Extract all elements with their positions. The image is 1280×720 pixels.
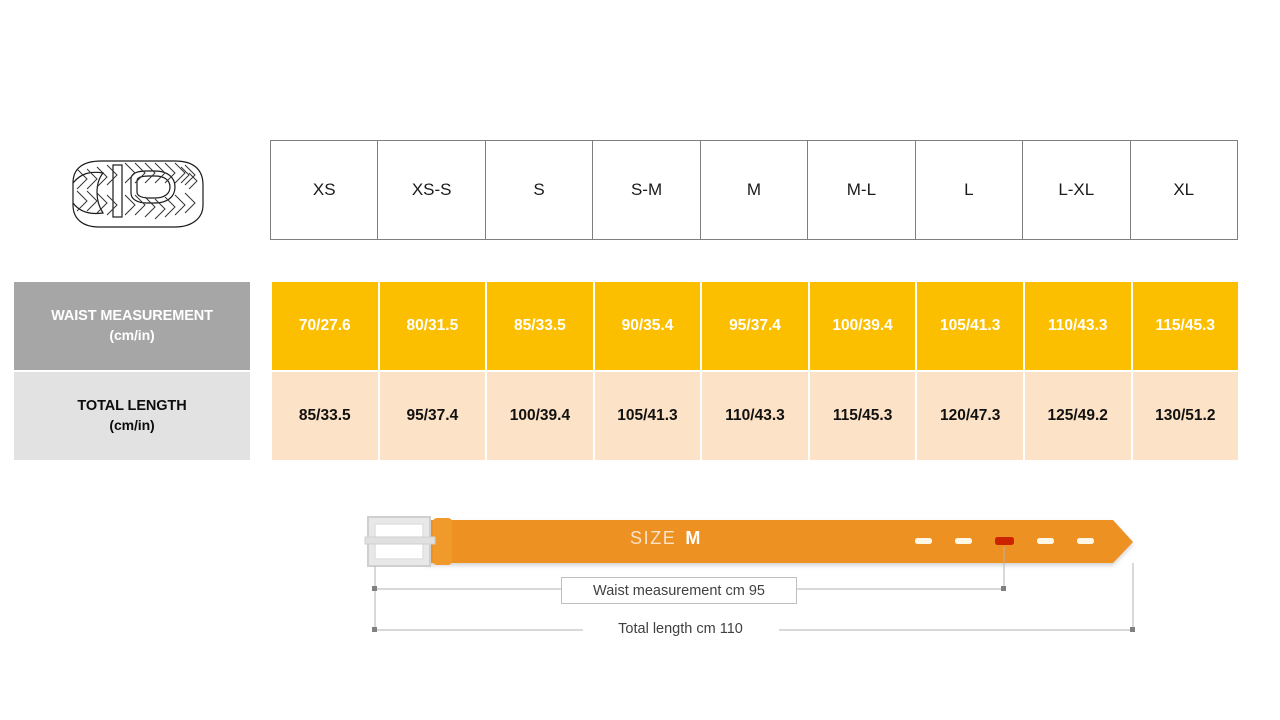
waist-measurement-row: WAIST MEASUREMENT (cm/in) 70/27.6 80/31.… xyxy=(14,282,1239,370)
waist-value-cell: 105/41.3 xyxy=(917,282,1023,370)
belt-hole xyxy=(1037,538,1054,544)
length-value-cell: 85/33.5 xyxy=(272,372,378,460)
belt-hole-highlighted xyxy=(995,537,1014,545)
belt-hole xyxy=(1077,538,1094,544)
length-label-units: (cm/in) xyxy=(109,417,155,434)
length-value-cells: 85/33.5 95/37.4 100/39.4 105/41.3 110/43… xyxy=(272,372,1239,460)
length-value-cell: 130/51.2 xyxy=(1132,372,1239,460)
belt-keeper-loop xyxy=(433,518,452,565)
waist-value-cell: 70/27.6 xyxy=(272,282,378,370)
length-value-cell: 95/37.4 xyxy=(379,372,486,460)
size-cell: XS-S xyxy=(377,140,486,240)
belt-measurement-diagram xyxy=(364,516,1135,632)
size-cell: M xyxy=(699,140,809,240)
size-cell: L-XL xyxy=(1022,140,1131,240)
size-header-table: XS XS-S S S-M M M-L L L-XL XL xyxy=(269,140,1238,240)
length-value-cell: 110/43.3 xyxy=(702,372,808,460)
belt-hole xyxy=(955,538,972,544)
length-value-cell: 100/39.4 xyxy=(487,372,593,460)
waist-value-cell: 90/35.4 xyxy=(594,282,701,370)
length-value-cell: 120/47.3 xyxy=(917,372,1023,460)
waist-measurement-callout: Waist measurement cm 95 xyxy=(561,577,797,604)
total-length-callout: Total length cm 110 xyxy=(583,618,778,640)
belt-buckle-prong xyxy=(364,536,436,545)
size-cell: S-M xyxy=(592,140,701,240)
table-row-sizes: XS XS-S S S-M M M-L L L-XL XL xyxy=(269,140,1238,240)
size-cell: L xyxy=(914,140,1024,240)
waist-dimension-line xyxy=(372,586,1006,591)
braided-belt-icon xyxy=(72,160,204,228)
waist-label-units: (cm/in) xyxy=(109,327,155,344)
size-cell: XS xyxy=(269,140,379,240)
belt-hole xyxy=(915,538,932,544)
waist-value-cell: 85/33.5 xyxy=(487,282,593,370)
waist-value-cell: 100/39.4 xyxy=(809,282,916,370)
dimension-leader-lines xyxy=(374,547,1134,630)
waist-label-text: WAIST MEASUREMENT xyxy=(51,307,213,324)
size-cell: S xyxy=(484,140,594,240)
total-length-row: TOTAL LENGTH (cm/in) 85/33.5 95/37.4 100… xyxy=(14,372,1239,460)
size-cell: XL xyxy=(1129,140,1238,240)
length-value-cell: 125/49.2 xyxy=(1024,372,1131,460)
size-cell: M-L xyxy=(807,140,916,240)
waist-measurement-label: WAIST MEASUREMENT (cm/in) xyxy=(14,282,250,370)
waist-value-cell: 80/31.5 xyxy=(379,282,486,370)
waist-value-cell: 115/45.3 xyxy=(1132,282,1239,370)
belt-strap xyxy=(423,520,1133,563)
length-value-cell: 115/45.3 xyxy=(809,372,916,460)
waist-value-cell: 95/37.4 xyxy=(702,282,808,370)
waist-value-cells: 70/27.6 80/31.5 85/33.5 90/35.4 95/37.4 … xyxy=(272,282,1239,370)
length-label-text: TOTAL LENGTH xyxy=(77,397,187,414)
length-value-cell: 105/41.3 xyxy=(594,372,701,460)
total-length-label: TOTAL LENGTH (cm/in) xyxy=(14,372,250,460)
waist-value-cell: 110/43.3 xyxy=(1024,282,1131,370)
total-length-dimension-line xyxy=(372,627,1135,632)
